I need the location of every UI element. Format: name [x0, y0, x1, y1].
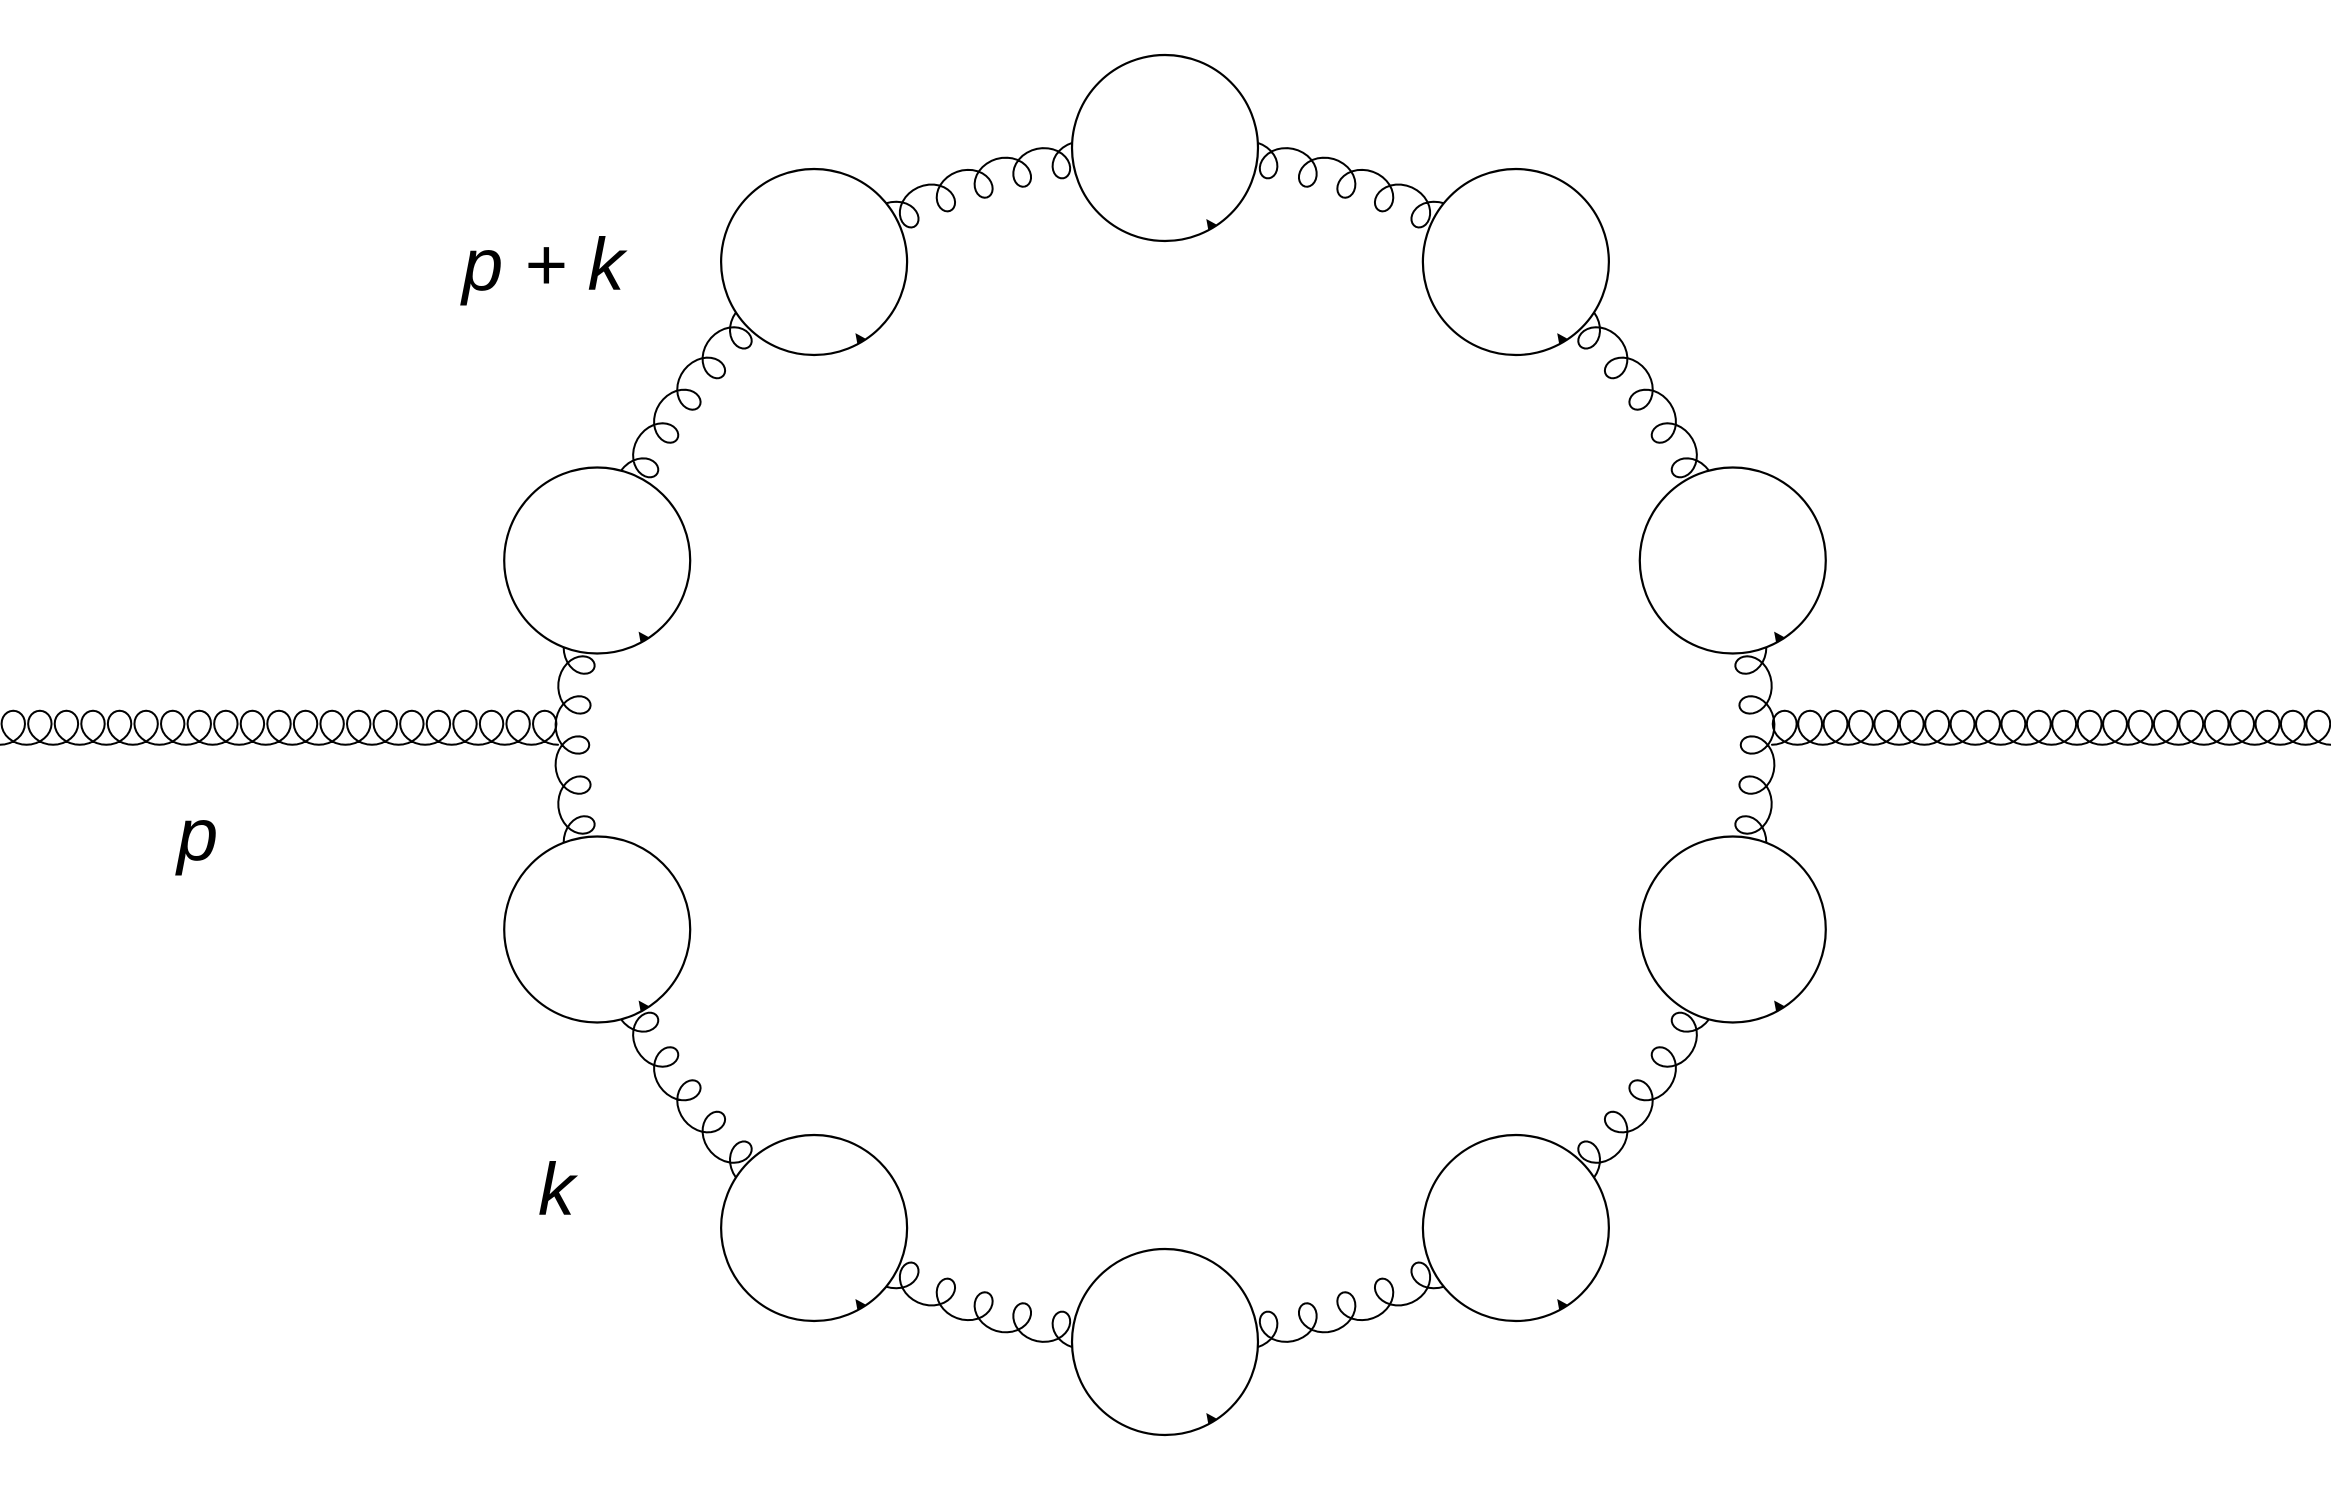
blob-arrow-icon [855, 333, 867, 345]
blob-arrow-icon [1557, 333, 1569, 345]
blob-circle [503, 466, 692, 655]
label-k: k [538, 1148, 579, 1231]
blob-circle [1070, 1247, 1260, 1437]
external-gluon-right [1771, 709, 2331, 746]
momentum-labels: p + k p k [175, 223, 628, 1231]
blob-circle [719, 167, 909, 357]
blob-arrow-icon [1557, 1299, 1569, 1310]
loop-gluon-7 [616, 1011, 753, 1184]
blob-arrow-icon [638, 631, 650, 643]
loop-gluon-4 [1577, 1011, 1714, 1184]
blob-7 [719, 1133, 909, 1323]
self-energy-blobs [503, 53, 1827, 1437]
blob-circle [1421, 167, 1611, 357]
blob-arrow-icon [855, 1299, 867, 1310]
blob-circle [719, 1133, 909, 1323]
loop-gluon-9 [616, 306, 753, 479]
loop-gluon-5 [1251, 1261, 1451, 1350]
external-gluon-lines [0, 709, 2331, 746]
blob-1 [1070, 53, 1260, 243]
label-p: p [175, 793, 218, 876]
blob-arrow-icon [1206, 1413, 1218, 1424]
blob-5 [1421, 1133, 1611, 1323]
loop-gluon-segments [554, 140, 1776, 1350]
loop-gluon-2 [1577, 306, 1714, 479]
blob-arrow-icon [1774, 1000, 1786, 1012]
blob-circle [1638, 835, 1827, 1024]
blob-arrow-icon [1774, 631, 1786, 643]
blob-arrow-icon [1206, 219, 1218, 230]
blob-circle [1070, 53, 1260, 243]
blob-4 [1638, 835, 1827, 1024]
loop-gluon-3 [1734, 640, 1776, 850]
blob-10 [719, 167, 909, 357]
label-p-plus-k: p + k [460, 223, 628, 306]
blob-8 [503, 835, 692, 1024]
blob-arrow-icon [638, 1000, 650, 1012]
loop-gluon-10 [879, 140, 1079, 229]
blob-6 [1070, 1247, 1260, 1437]
loop-gluon-8 [554, 640, 596, 850]
blob-3 [1638, 466, 1827, 655]
external-gluon-left [0, 709, 559, 746]
blob-2 [1421, 167, 1611, 357]
loop-gluon-6 [879, 1261, 1079, 1350]
blob-circle [1638, 466, 1827, 655]
blob-circle [1421, 1133, 1611, 1323]
blob-9 [503, 466, 692, 655]
loop-gluon-1 [1251, 140, 1451, 229]
blob-circle [503, 835, 692, 1024]
